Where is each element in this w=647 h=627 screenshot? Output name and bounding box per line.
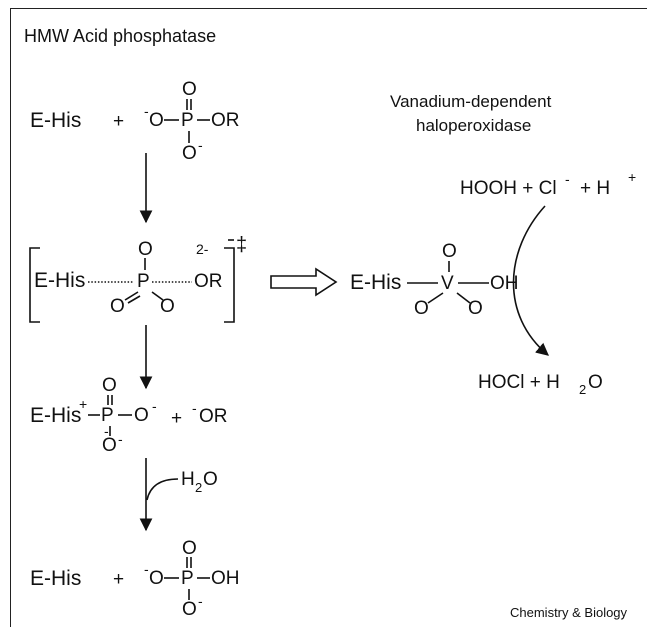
row1-plus: +: [113, 111, 125, 132]
chloride-charge: -: [565, 171, 570, 187]
v-o-top: O: [442, 241, 457, 262]
ts-o-lower-left: O: [110, 296, 125, 317]
v-vanadium: V: [441, 273, 454, 294]
water-sub: 2: [195, 480, 203, 495]
credit-label: Chemistry & Biology: [510, 605, 628, 620]
halo-reactants: HOOH + Cl: [460, 178, 557, 199]
ts-left-bracket: [29, 247, 40, 323]
figure-frame: [10, 8, 647, 627]
v-bond-o-ll: [427, 292, 444, 304]
row5-ehis: E-His: [30, 567, 82, 590]
row5-plus: +: [113, 569, 125, 590]
row3-o-bottom-charge: -: [118, 431, 123, 447]
v-oh: OH: [490, 273, 519, 294]
row1-ehis: E-His: [30, 109, 82, 132]
row1-o-left: O: [149, 110, 164, 131]
ts-charge: 2-: [196, 241, 209, 257]
row1-o-top: O: [182, 79, 197, 100]
halo-curved-arrow: [512, 205, 549, 356]
ts-ehis: E-His: [34, 269, 86, 292]
row3-p: P: [101, 405, 114, 426]
row3-ehis: E-His: [30, 404, 82, 427]
row5-oh: OH: [211, 568, 240, 589]
halo-products-o: O: [588, 372, 603, 393]
water-o: O: [203, 469, 218, 490]
row5-p: P: [181, 568, 194, 589]
ts-bond-p-o-ll-b: [127, 295, 141, 304]
halo-reactant-h: + H: [580, 178, 611, 199]
ts-o-lower-right: O: [160, 296, 175, 317]
ts-dagger: ‡: [236, 234, 248, 256]
row3-o-bottom: O: [102, 435, 117, 456]
row3-or: OR: [199, 406, 228, 427]
v-o-lower-right: O: [468, 298, 483, 319]
row1-or: OR: [211, 110, 240, 131]
ts-or: OR: [194, 271, 223, 292]
row1-p: P: [181, 110, 194, 131]
row1-o-bottom: O: [182, 143, 197, 164]
row5-neg-charge: -: [144, 561, 149, 577]
halo-products-sub: 2: [579, 382, 587, 397]
diagram-title: HMW Acid phosphatase: [24, 26, 217, 46]
ts-p: P: [137, 271, 150, 292]
row3-p-charge: -: [104, 423, 109, 439]
water-h: H: [181, 469, 195, 490]
analogy-arrow: [270, 267, 338, 297]
row3-o-right-charge: -: [152, 398, 157, 414]
ts-bond-p-o-lr: [151, 291, 164, 301]
ts-right-bracket: [224, 247, 235, 323]
row3-ehis-charge: +: [79, 396, 88, 412]
v-ehis: E-His: [350, 271, 402, 294]
row5-o-left: O: [149, 568, 164, 589]
row5-o-top: O: [182, 538, 197, 559]
halo-products: HOCl + H: [478, 372, 560, 393]
ts-bond-p-o-ll-a: [124, 291, 139, 301]
right-title-line2: haloperoxidase: [416, 116, 532, 135]
v-o-lower-left: O: [414, 298, 429, 319]
row5-o-bottom-charge: -: [198, 593, 203, 609]
water-curved-input: [146, 478, 179, 501]
row3-o-right: O: [134, 405, 149, 426]
row3-or-charge: -: [192, 400, 197, 416]
row3-plus: +: [171, 408, 183, 429]
row1-o-bottom-charge: -: [198, 137, 203, 153]
row3-o-top: O: [102, 375, 117, 396]
row5-o-bottom: O: [182, 599, 197, 620]
v-bond-o-lr: [456, 292, 471, 304]
ts-o-top: O: [138, 239, 153, 260]
row1-neg-charge: -: [144, 103, 149, 119]
proton-charge: +: [628, 169, 637, 185]
right-title-line1: Vanadium-dependent: [390, 92, 552, 111]
